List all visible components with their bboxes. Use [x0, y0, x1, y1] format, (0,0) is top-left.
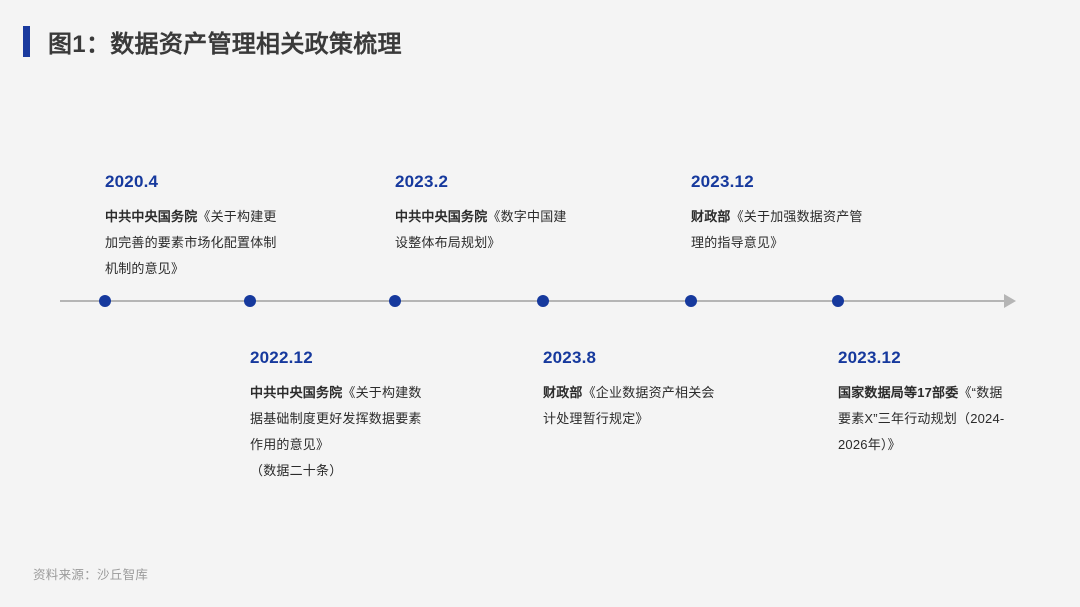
timeline-entry: 2023.12 国家数据局等17部委《“数据要素X”三年行动规划（2024-202…	[838, 348, 1013, 458]
timeline-entry-year: 2022.12	[250, 348, 313, 367]
timeline-entry-document: 《企业数据资产相关会计处理暂行规定》	[543, 385, 715, 426]
timeline-dot[interactable]	[389, 295, 401, 307]
timeline-entry-body: 中共中央国务院《数字中国建设整体布局规划》	[395, 204, 570, 256]
timeline-dot[interactable]	[244, 295, 256, 307]
page-title-text: 图1：数据资产管理相关政策梳理	[48, 30, 402, 58]
timeline-axis	[0, 292, 1080, 310]
timeline-dot[interactable]	[99, 295, 111, 307]
timeline-entry-document: 《关于构建更加完善的要素市场化配置体制机制的意见》	[105, 209, 277, 276]
timeline-entry: 2022.12 中共中央国务院《关于构建数据基础制度更好发挥数据要素作用的意见》 （…	[250, 348, 425, 484]
timeline-entry-year: 2023.12	[838, 348, 901, 367]
timeline-entry-agency: 国家数据局等17部委	[838, 385, 959, 400]
timeline-entry-body: 国家数据局等17部委《“数据要素X”三年行动规划（2024-2026年）》	[838, 380, 1013, 458]
timeline-entry-agency: 财政部	[691, 209, 731, 224]
timeline-entry-body: 中共中央国务院《关于构建数据基础制度更好发挥数据要素作用的意见》	[250, 380, 425, 458]
timeline-arrow-icon	[1004, 294, 1016, 308]
timeline-entry: 2023.8 财政部《企业数据资产相关会计处理暂行规定》	[543, 348, 718, 432]
timeline-entry-body: 中共中央国务院《关于构建更加完善的要素市场化配置体制机制的意见》	[105, 204, 280, 282]
timeline-entry-document: 《“数据要素X”三年行动规划（2024-2026年）》	[838, 385, 1005, 452]
timeline-entry-year: 2020.4	[105, 172, 159, 191]
timeline-dot[interactable]	[832, 295, 844, 307]
timeline-entry-year: 2023.12	[691, 172, 754, 191]
timeline-entry: 2023.12 财政部《关于加强数据资产管理的指导意见》	[691, 172, 866, 607]
source-note: 资料来源：沙丘智库	[33, 568, 149, 582]
timeline-entry-note: （数据二十条）	[250, 463, 343, 478]
timeline-entry: 2020.4 中共中央国务院《关于构建更加完善的要素市场化配置体制机制的意见》	[105, 172, 280, 607]
timeline-entry-agency: 中共中央国务院	[105, 209, 198, 224]
timeline-entry-body: 财政部《企业数据资产相关会计处理暂行规定》	[543, 380, 718, 432]
page-title: 图1：数据资产管理相关政策梳理	[23, 24, 402, 58]
title-accent-bar	[23, 25, 30, 57]
timeline-dot[interactable]	[537, 295, 549, 307]
timeline-line	[60, 300, 1005, 302]
timeline-entry-agency: 财政部	[543, 385, 583, 400]
timeline-entry-agency: 中共中央国务院	[395, 209, 488, 224]
timeline-entry-body: 财政部《关于加强数据资产管理的指导意见》	[691, 204, 866, 256]
timeline-entry: 2023.2 中共中央国务院《数字中国建设整体布局规划》	[395, 172, 570, 607]
timeline-entry-document: 《关于构建数据基础制度更好发挥数据要素作用的意见》	[250, 385, 422, 452]
timeline-entry-year: 2023.2	[395, 172, 449, 191]
timeline-entry-document: 《关于加强数据资产管理的指导意见》	[691, 209, 863, 250]
timeline-entry-year: 2023.8	[543, 348, 597, 367]
timeline-entry-document: 《数字中国建设整体布局规划》	[395, 209, 567, 250]
timeline-dot[interactable]	[685, 295, 697, 307]
timeline-entry-agency: 中共中央国务院	[250, 385, 343, 400]
